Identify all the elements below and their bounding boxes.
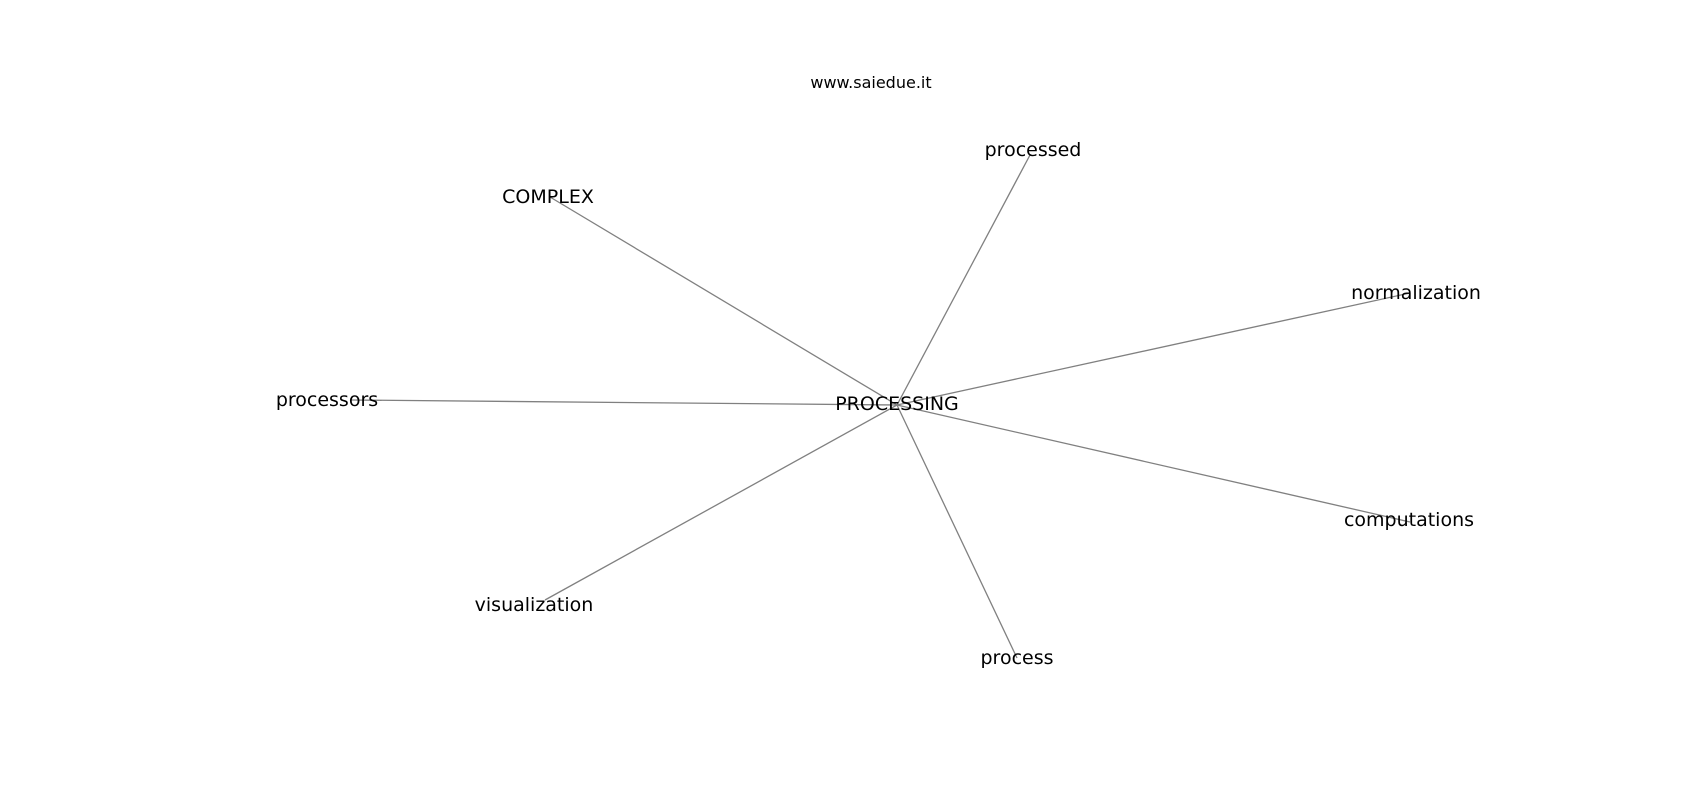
edge-processors: [349, 399, 898, 406]
node-label-visualization: visualization: [475, 594, 594, 616]
node-label-processors: processors: [276, 389, 378, 411]
edge-computations: [896, 404, 1411, 523]
edges-layer: [349, 154, 1411, 659]
node-label-normalization: normalization: [1351, 282, 1481, 304]
labels-layer: PROCESSING COMPLEX processed normalizati…: [276, 139, 1481, 669]
node-label-center: PROCESSING: [835, 393, 959, 415]
watermark-text: www.saiedue.it: [810, 73, 931, 92]
node-label-complex: COMPLEX: [502, 186, 594, 208]
edge-visualization: [544, 404, 898, 601]
node-label-process: process: [980, 647, 1053, 669]
node-label-processed: processed: [985, 139, 1082, 161]
edge-complex: [549, 196, 898, 406]
edge-process: [896, 404, 1018, 659]
node-label-computations: computations: [1344, 509, 1474, 531]
edge-processed: [896, 154, 1031, 406]
edge-normalization: [896, 292, 1411, 406]
